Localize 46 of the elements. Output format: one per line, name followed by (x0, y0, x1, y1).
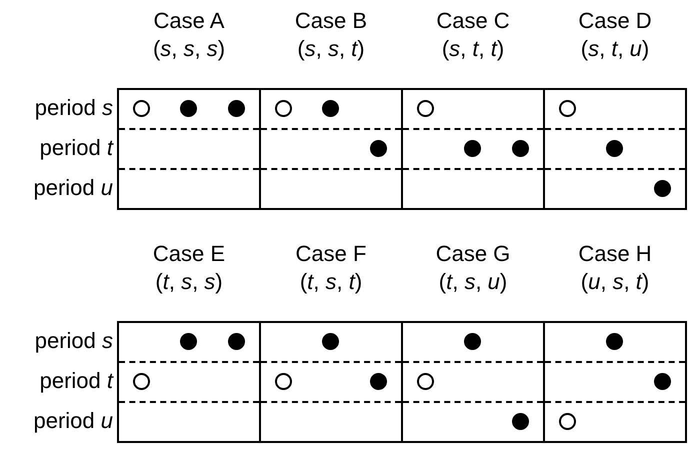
case-sequence: (s, t, t) (442, 36, 504, 62)
case-sequence: (s, t, u) (580, 36, 650, 62)
filled-dot (606, 140, 622, 156)
filled-dot (228, 100, 244, 116)
row-label: period t (40, 135, 113, 161)
case-heading: Case A (154, 8, 224, 34)
filled-dot (606, 332, 622, 350)
filled-dot (180, 100, 196, 116)
row-label: period t (40, 368, 113, 394)
filled-dot (654, 372, 670, 390)
case-sequence: (s, s, s) (152, 36, 226, 62)
case-heading: Case E (152, 241, 226, 267)
case-heading: Case G (436, 241, 510, 267)
case-heading: Case F (296, 241, 366, 267)
filled-dot (512, 412, 528, 430)
filled-dot (228, 332, 244, 350)
filled-dot (322, 332, 338, 350)
hollow-circle (274, 372, 292, 390)
filled-dot (464, 140, 480, 156)
case-heading: Case H (578, 241, 652, 267)
hollow-circle (558, 100, 576, 116)
case-heading: Case C (436, 8, 510, 34)
hollow-circle (416, 372, 434, 390)
filled-dot (322, 100, 338, 116)
row-label: period u (33, 408, 113, 434)
case-sequence: (t, s, s) (155, 269, 223, 295)
filled-dot (370, 140, 386, 156)
hollow-circle (132, 100, 150, 116)
filled-dot (464, 332, 480, 350)
hollow-circle (132, 372, 150, 390)
filled-dot (370, 372, 386, 390)
filled-dot (654, 180, 670, 196)
filled-dot (512, 140, 528, 156)
filled-dot (180, 332, 196, 350)
hollow-circle (274, 100, 292, 116)
case-heading: Case B (294, 8, 368, 34)
row-label: period s (34, 328, 113, 354)
hollow-circle (416, 100, 434, 116)
case-sequence: (t, s, u) (438, 269, 508, 295)
case-heading: Case D (578, 8, 652, 34)
case-sequence: (s, s, t) (297, 36, 365, 62)
case-sequence: (u, s, t) (580, 269, 650, 295)
row-label: period u (33, 175, 113, 201)
case-sequence: (t, s, t) (300, 269, 362, 295)
row-label: period s (34, 95, 113, 121)
hollow-circle (558, 412, 576, 430)
